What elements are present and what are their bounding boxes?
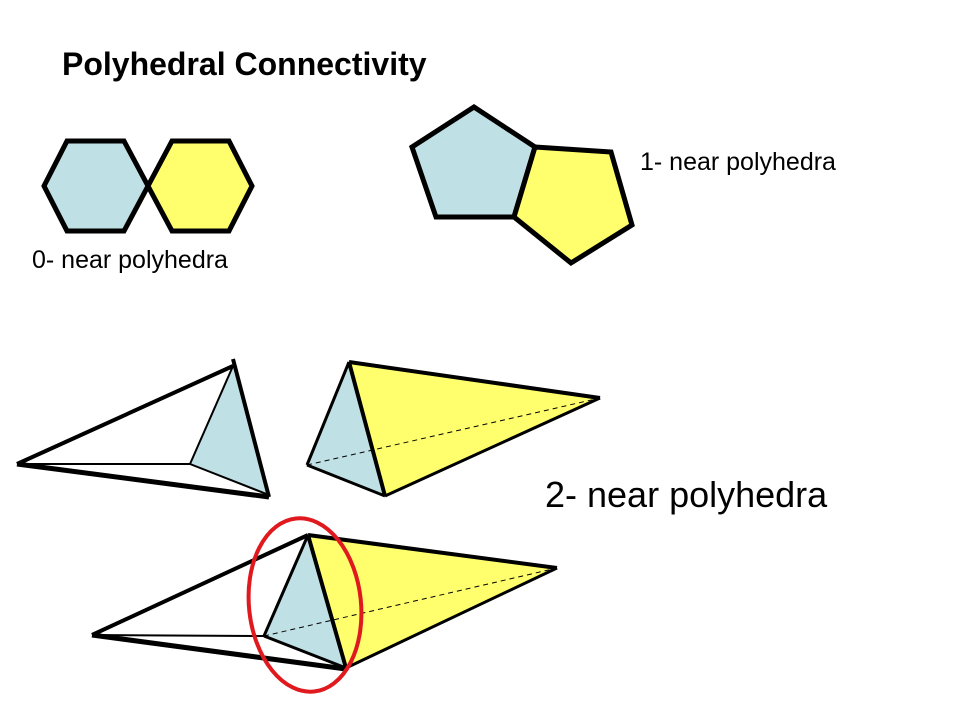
tetra-right-edge <box>306 463 386 498</box>
tetra-left-blue-face <box>190 366 269 495</box>
zero-near-group <box>41 138 255 234</box>
combined-edge <box>345 566 558 670</box>
blue-hexagon <box>41 138 151 234</box>
combined-edge <box>91 632 347 672</box>
combined-edge <box>91 634 265 637</box>
tetra-right-edge <box>384 396 601 498</box>
left-tetrahedron <box>16 358 271 500</box>
tetra-left-edge <box>189 463 270 496</box>
combined-tetrahedra <box>91 533 558 672</box>
right-tetrahedron <box>305 360 601 498</box>
combined-edge <box>307 533 558 570</box>
tetra-right-edge <box>348 360 601 400</box>
combined-blue-face <box>264 535 346 668</box>
combined-edge <box>91 533 309 637</box>
tetra-right-yellow-face <box>349 362 600 496</box>
tetra-right-edge <box>347 361 387 497</box>
shared-face-highlight <box>246 516 364 694</box>
yellow-pentagon <box>511 144 635 267</box>
zero-near-label: 0- near polyhedra <box>32 246 228 274</box>
tetra-right-blue-face <box>307 364 385 496</box>
combined-edge <box>306 534 348 669</box>
one-near-group <box>409 104 635 267</box>
combined-edge <box>263 634 347 670</box>
tetra-right-edge <box>305 361 351 466</box>
tetra-left-edge <box>231 358 271 498</box>
slide-title: Polyhedral Connectivity <box>62 46 427 82</box>
tetra-left-edge <box>16 461 270 500</box>
two-near-label: 2- near polyhedra <box>545 474 828 515</box>
combined-edge <box>262 534 310 637</box>
yellow-hexagon <box>145 138 255 234</box>
one-near-label: 1- near polyhedra <box>640 148 836 176</box>
tetra-left-edge <box>16 364 234 466</box>
tetra-left-edge <box>189 365 234 465</box>
combined-yellow-face <box>308 535 557 668</box>
